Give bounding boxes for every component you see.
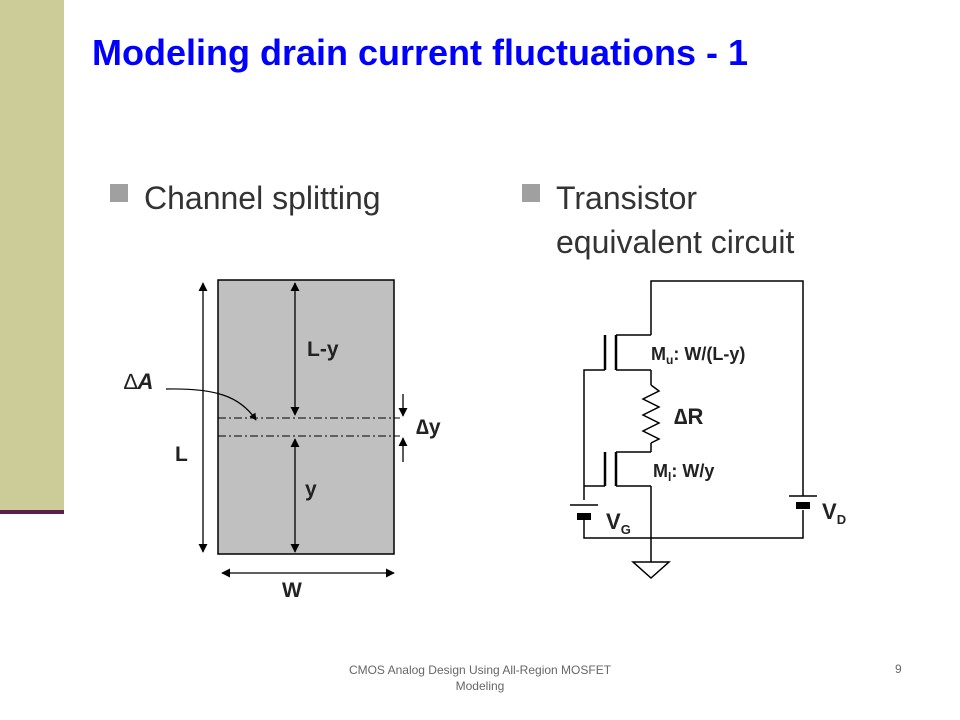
label-ml: Ml: W/y	[653, 461, 714, 484]
bullet-text: Channel splitting	[144, 176, 381, 220]
channel-diagram: L-y ∆A ∆y L y W	[124, 279, 441, 602]
equivalent-circuit	[570, 280, 817, 580]
bullet-line: Channel splitting	[144, 180, 381, 216]
top-rail-wire	[650, 280, 804, 496]
bullet-equivalent-circuit: Transistor equivalent circuit	[522, 176, 794, 264]
label-l-minus-y: L-y	[307, 338, 339, 361]
circuit-labels: Mu: W/(L-y) ∆R Ml: W/y VG VD	[606, 344, 846, 537]
delta-a-pointer	[165, 388, 257, 421]
label-mu: Mu: W/(L-y)	[651, 344, 745, 367]
page-number: 9	[895, 662, 902, 676]
label-vd: VD	[822, 499, 846, 527]
bullet-channel-splitting: Channel splitting	[110, 176, 381, 220]
label-delta-y: ∆y	[416, 416, 441, 439]
delta-r-resistor	[641, 384, 661, 444]
label-delta-r: ∆R	[674, 404, 703, 429]
channel-rectangle	[217, 279, 395, 555]
label-y: y	[305, 478, 317, 501]
ground-icon	[631, 561, 671, 580]
footer-line: Modeling	[455, 679, 505, 693]
square-bullet-icon	[110, 184, 128, 202]
decorative-side-rule	[0, 510, 64, 514]
label-w: W	[282, 579, 302, 602]
bullet-line: equivalent circuit	[556, 224, 795, 260]
label-vg: VG	[606, 509, 631, 537]
decorative-side-bar	[0, 0, 64, 512]
slide-footer: CMOS Analog Design Using All-Region MOSF…	[330, 662, 630, 694]
slide-title: Modeling drain current fluctuations - 1	[92, 32, 749, 73]
bottom-rail-wire	[583, 510, 804, 539]
gate-wire	[583, 369, 605, 500]
label-delta-a: ∆A	[124, 369, 153, 394]
square-bullet-icon	[522, 184, 540, 202]
bullet-line: Transistor	[556, 180, 698, 216]
vd-plate-short	[796, 502, 810, 509]
label-l: L	[175, 443, 188, 466]
footer-line: CMOS Analog Design Using All-Region MOSF…	[348, 663, 612, 677]
vg-plate-short	[577, 513, 591, 520]
bullet-text: Transistor equivalent circuit	[556, 176, 794, 264]
